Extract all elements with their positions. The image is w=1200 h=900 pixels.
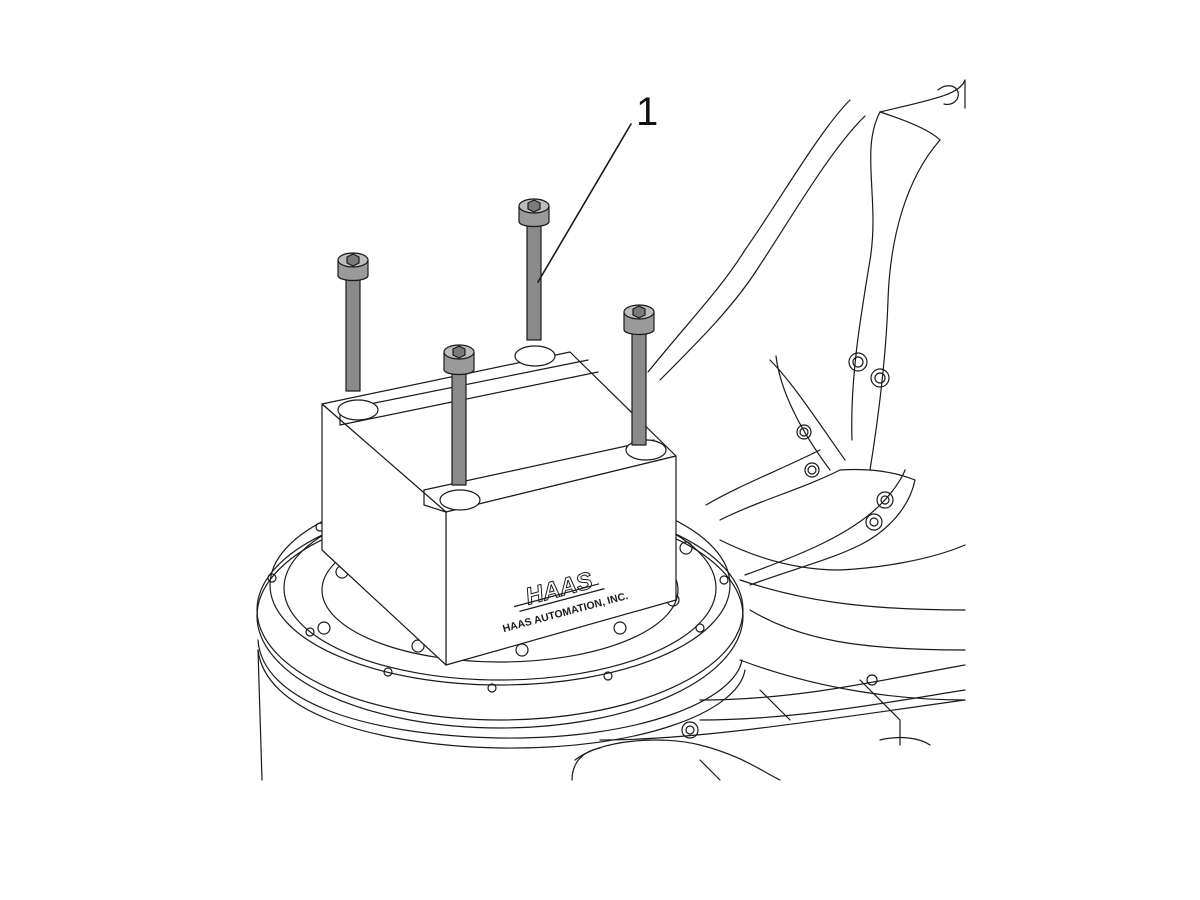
bolt-rear-right[interactable] xyxy=(518,198,550,341)
riser-block[interactable] xyxy=(321,345,677,666)
bolt-front-left[interactable] xyxy=(443,344,475,486)
bolt-front-right[interactable] xyxy=(623,304,655,446)
housing-pocket xyxy=(681,352,916,739)
bolt-rear-left[interactable] xyxy=(337,252,369,392)
callout-number-1: 1 xyxy=(636,90,659,134)
trunnion-housing xyxy=(571,79,966,781)
shcs-bolts[interactable] xyxy=(337,198,655,486)
callout-leader-line xyxy=(537,123,632,283)
